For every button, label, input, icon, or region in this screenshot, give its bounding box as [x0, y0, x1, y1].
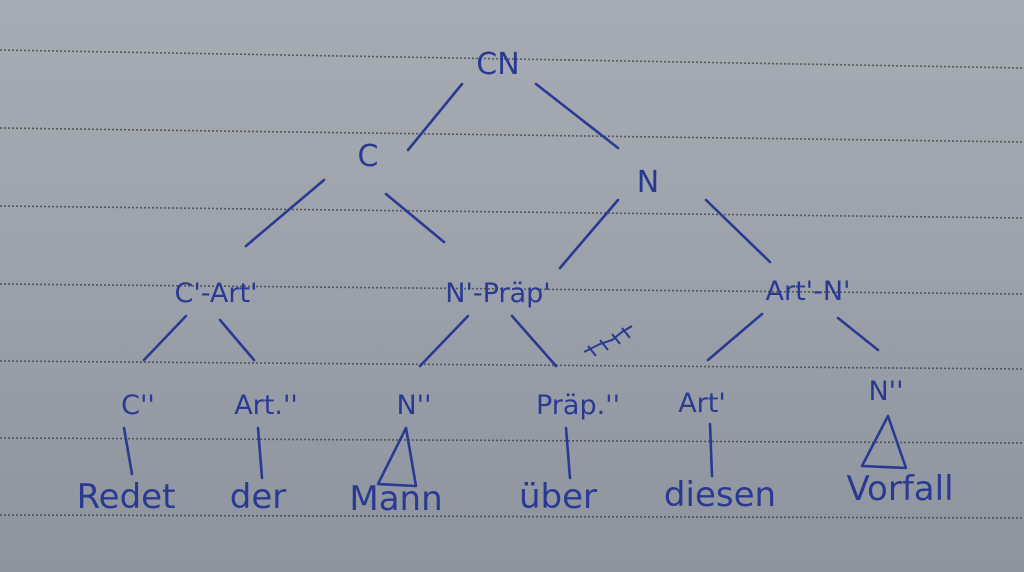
node-prap2: Präp.''	[536, 390, 620, 421]
edge-artn-art1	[706, 312, 764, 362]
edge-cn-c	[406, 82, 464, 152]
node-n-prap: N'-Präp'	[445, 278, 550, 309]
edge-c-nprap	[384, 192, 446, 244]
node-art1: Art'	[678, 388, 726, 419]
edge-c2-w1	[122, 426, 134, 476]
node-c: C	[358, 139, 379, 174]
edge-cart-art2	[218, 318, 256, 362]
sentence-words: Redet der Mann über diesen Vorfall	[77, 469, 954, 519]
edge-artn-n2	[836, 316, 880, 352]
rule-line	[0, 205, 1024, 219]
node-n2a: N''	[396, 390, 431, 421]
node-c2: C''	[121, 390, 155, 421]
ruled-lines	[0, 49, 1024, 519]
edge-nprap-prap2	[510, 314, 558, 368]
word-redet: Redet	[77, 477, 176, 517]
node-art-n: Art'-N'	[766, 276, 851, 307]
rule-line	[0, 49, 1024, 69]
node-n2b: N''	[868, 376, 903, 407]
node-root: CN	[476, 47, 519, 82]
edge-n-artn	[704, 198, 772, 264]
edge-n-nprap	[558, 198, 620, 270]
rule-line	[0, 360, 1024, 370]
word-diesen: diesen	[664, 475, 776, 515]
rule-line	[0, 127, 1024, 143]
rule-line	[0, 283, 1024, 295]
tree-edges	[122, 82, 908, 488]
node-c-art: C'-Art'	[174, 278, 257, 309]
edge-cn-n	[534, 82, 620, 150]
word-mann: Mann	[349, 479, 442, 519]
word-ueber: über	[519, 477, 597, 517]
edge-nprap-n2	[418, 314, 470, 368]
triangle-n2b	[860, 414, 908, 470]
edge-art2-w2	[256, 426, 264, 480]
word-vorfall: Vorfall	[846, 469, 953, 509]
rule-line	[0, 514, 1024, 519]
node-art2: Art.''	[234, 390, 298, 421]
strikeout-scribble	[583, 325, 633, 353]
edge-c-cart	[244, 178, 326, 248]
edge-prap2-w4	[564, 426, 572, 480]
word-der: der	[230, 477, 287, 517]
strikeout-hatch	[587, 327, 631, 357]
triangle-n2a	[376, 426, 418, 488]
rule-line	[0, 437, 1024, 444]
node-n: N	[637, 165, 659, 200]
edge-cart-c2	[142, 314, 188, 362]
tree-nodes: CN C N C'-Art' N'-Präp' Art'-N' C'' Art.…	[121, 47, 903, 421]
edge-art1-w5	[708, 422, 714, 478]
